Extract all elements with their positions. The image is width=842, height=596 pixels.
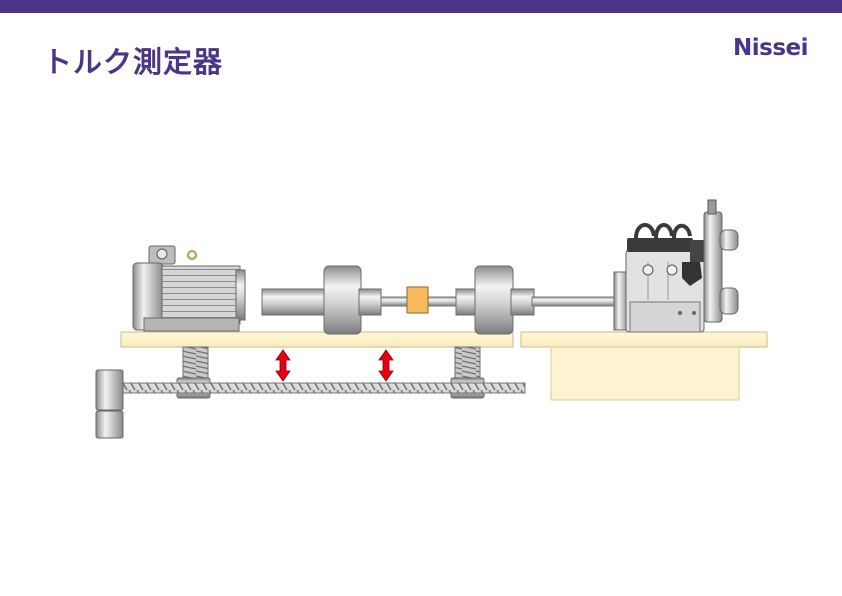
- right-base-plate: [520, 331, 768, 348]
- coupling-icon: [455, 265, 535, 335]
- page-title: トルク測定器: [43, 45, 224, 79]
- gearbox-icon: [95, 369, 124, 439]
- engine-pedestal: [550, 346, 740, 401]
- motor-icon: [132, 245, 246, 332]
- brand-logo: Nissei: [733, 35, 809, 61]
- up-down-arrow-icon: [378, 349, 394, 382]
- coupling-icon: [261, 265, 382, 335]
- shaft: [531, 296, 616, 307]
- engine-icon: [613, 199, 739, 333]
- header-bar: [0, 0, 842, 13]
- lead-screw-icon: [117, 382, 526, 394]
- left-base-plate: [120, 331, 514, 348]
- torque-sensor-icon: [406, 286, 429, 314]
- up-down-arrow-icon: [275, 349, 291, 382]
